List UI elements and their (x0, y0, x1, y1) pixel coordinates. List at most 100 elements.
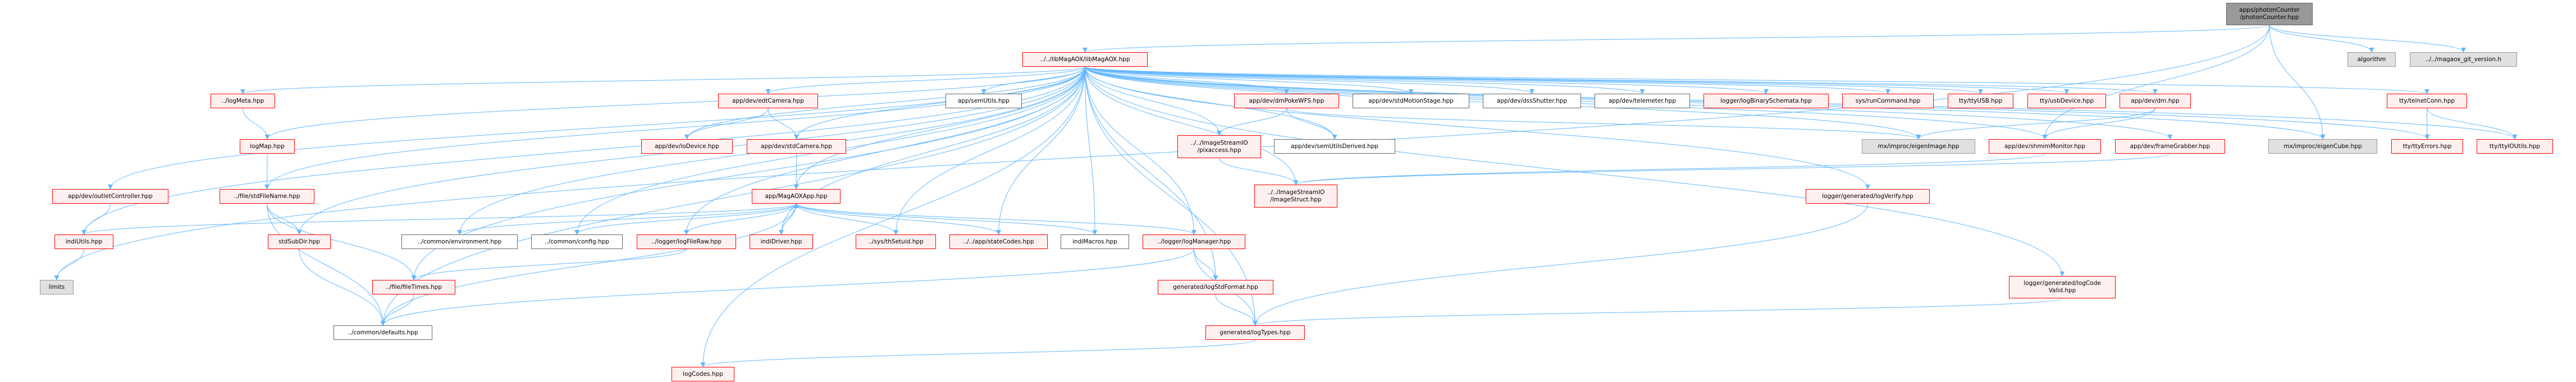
edge-mag-aoxapp-to-log-file-raw (684, 203, 797, 235)
edge-log-meta-to-log-map (243, 108, 270, 140)
node-sem-utils-derived[interactable]: app/dev/semUtilsDerived.hpp (1274, 139, 1395, 154)
node-std-camera[interactable]: app/dev/stdCamera.hpp (747, 139, 846, 154)
edge-lib-mag-aox-to-dm (1085, 66, 2158, 94)
edge-shmim-monitor-to-image-struct (1293, 153, 2045, 185)
node-log-meta[interactable]: ../logMeta.hpp (211, 94, 275, 108)
node-std-sub-dir[interactable]: stdSubDir.hpp (268, 234, 331, 249)
edge-std-camera-to-mag-aoxapp (793, 153, 799, 190)
edge-photon-counter-to-lib-mag-aox (1083, 25, 2270, 53)
node-tty-usb[interactable]: tty/ttyUSB.hpp (1948, 94, 2013, 108)
edge-pixaccess-to-image-struct (1219, 158, 1299, 185)
node-tty-errors[interactable]: tty/ttyErrors.hpp (2391, 139, 2463, 154)
edge-lib-mag-aox-to-sem-utils (981, 66, 1085, 94)
edge-log-manager-to-defaults (380, 248, 1194, 326)
node-usb-device[interactable]: tty/usbDevice.hpp (2027, 94, 2106, 108)
node-log-code-valid[interactable]: logger/generated/logCode Valid.hpp (2009, 276, 2116, 298)
edge-log-std-format-to-log-types (1215, 294, 1258, 326)
node-dm-poke-wfs[interactable]: app/dev/dmPokeWFS.hpp (1234, 94, 1339, 108)
edge-photon-counter-to-algorithm (2269, 25, 2374, 53)
edge-edt-camera-to-io-device (684, 108, 769, 140)
edge-lib-mag-aox-to-th-setuid (893, 66, 1085, 235)
node-lib-mag-aox[interactable]: ../../libMagAOX/libMagAOX.hpp (1022, 52, 1148, 67)
edge-mag-aoxapp-to-th-setuid (796, 203, 898, 235)
edge-lib-mag-aox-to-log-meta (240, 66, 1085, 94)
node-run-command[interactable]: sys/runCommand.hpp (1842, 94, 1934, 108)
node-mag-aoxapp[interactable]: app/MagAOXApp.hpp (752, 189, 841, 204)
node-log-verify[interactable]: logger/generated/logVerify.hpp (1806, 189, 1930, 204)
edge-mag-aoxapp-to-environment (457, 203, 797, 235)
edge-dm-poke-wfs-to-pixaccess (1217, 108, 1287, 136)
node-algorithm[interactable]: algorithm (2347, 52, 2396, 67)
edge-photon-counter-to-shmim-monitor (2042, 25, 2270, 140)
node-telemeter[interactable]: app/dev/telemeter.hpp (1595, 94, 1690, 108)
node-eigen-image[interactable]: mx/improc/eigenImage.hpp (1862, 139, 1975, 154)
node-file-times[interactable]: ../file/fileTimes.hpp (372, 280, 455, 294)
edge-lib-mag-aox-to-log-verify (1085, 66, 1870, 190)
edge-telnet-conn-to-tty-errors (2424, 108, 2430, 140)
node-th-setuid[interactable]: ../sys/thSetuid.hpp (856, 234, 936, 249)
node-log-types[interactable]: generated/logTypes.hpp (1205, 325, 1305, 340)
node-sem-utils[interactable]: app/semUtils.hpp (946, 94, 1022, 108)
node-log-binary-schemata[interactable]: logger/logBinarySchemata.hpp (1703, 94, 1829, 108)
node-frame-grabber[interactable]: app/dev/frameGrabber.hpp (2115, 139, 2225, 154)
node-indi-macros[interactable]: indiMacros.hpp (1061, 234, 1129, 249)
node-outlet-controller[interactable]: app/dev/outletController.hpp (52, 189, 168, 204)
edge-lib-mag-aox-to-state-codes (996, 66, 1085, 235)
edge-mag-aoxapp-to-log-manager (796, 203, 1196, 235)
edge-outlet-controller-to-indi-utils (81, 203, 111, 235)
node-image-struct[interactable]: ../../ImageStreamIO /ImageStruct.hpp (1254, 185, 1337, 208)
edge-lib-mag-aox-to-mag-aoxapp (793, 66, 1085, 190)
edge-lib-mag-aox-to-image-struct (1085, 66, 1299, 185)
node-std-file-name[interactable]: ../file/stdFileName.hpp (220, 189, 314, 204)
edge-lib-mag-aox-to-log-file-raw (684, 66, 1085, 235)
edge-telnet-conn-to-tty-ioutils (2427, 108, 2518, 140)
edge-lib-mag-aox-to-indi-macros (1085, 66, 1098, 235)
edge-photon-counter-to-git-version (2269, 25, 2466, 53)
edge-log-manager-to-log-std-format (1194, 248, 1218, 280)
node-io-device[interactable]: app/dev/ioDevice.hpp (641, 139, 733, 154)
node-std-motion-stage[interactable]: app/dev/stdMotionStage.hpp (1353, 94, 1469, 108)
node-state-codes[interactable]: ../../app/stateCodes.hpp (949, 234, 1048, 249)
node-log-codes[interactable]: logCodes.hpp (672, 367, 734, 381)
node-indi-driver[interactable]: indiDriver.hpp (750, 234, 813, 249)
edge-mag-aoxapp-to-indi-macros (796, 203, 1098, 235)
node-dss-shutter[interactable]: app/dev/dssShutter.hpp (1483, 94, 1581, 108)
edge-lib-mag-aox-to-tty-usb (1085, 66, 1983, 94)
edge-lib-mag-aox-to-telemeter (1085, 66, 1645, 94)
node-environment[interactable]: ../common/environment.hpp (401, 234, 518, 249)
node-log-map[interactable]: logMap.hpp (240, 139, 295, 154)
node-telnet-conn[interactable]: tty/telnetConn.hpp (2387, 94, 2467, 108)
edge-frame-grabber-to-image-struct (1293, 153, 2171, 185)
edge-edt-camera-to-std-camera (768, 108, 799, 140)
edge-log-map-to-std-file-name (264, 153, 270, 190)
edge-log-types-to-log-codes (700, 339, 1255, 367)
edge-dm-to-eigen-image (1916, 108, 2155, 140)
node-eigen-cube[interactable]: mx/improc/eigenCube.hpp (2268, 139, 2377, 154)
edge-lib-mag-aox-to-dss-shutter (1085, 66, 1534, 94)
edge-lib-mag-aox-to-log-map (264, 66, 1085, 140)
node-config[interactable]: ../common/config.hpp (531, 234, 623, 249)
edge-log-verify-to-log-types (1253, 203, 1868, 326)
edge-std-sub-dir-to-defaults (299, 248, 386, 326)
edge-std-file-name-to-file-times (267, 203, 417, 280)
node-dm[interactable]: app/dev/dm.hpp (2120, 94, 2191, 108)
node-limits[interactable]: limits (40, 280, 74, 294)
edge-mag-aoxapp-to-state-codes (796, 203, 1001, 235)
edge-dm-to-shmim-monitor (2042, 108, 2155, 140)
node-git-version[interactable]: ../../magaox_git_version.h (2410, 52, 2517, 67)
node-log-manager[interactable]: ../logger/logManager.hpp (1143, 234, 1245, 249)
node-photon-counter[interactable]: apps/photonCounter /photonCounter.hpp (2226, 3, 2313, 25)
edge-lib-mag-aox-to-run-command (1085, 66, 1890, 94)
node-defaults[interactable]: ../common/defaults.hpp (334, 325, 432, 340)
node-log-std-format[interactable]: generated/logStdFormat.hpp (1158, 280, 1273, 294)
node-edt-camera[interactable]: app/dev/edtCamera.hpp (718, 94, 818, 108)
node-shmim-monitor[interactable]: app/dev/shmimMonitor.hpp (1989, 139, 2101, 154)
node-pixaccess[interactable]: ../../ImageStreamIO /pixaccess.hpp (1177, 135, 1261, 158)
edge-indi-utils-to-limits (54, 248, 84, 280)
node-tty-ioutils[interactable]: tty/ttyIOUtils.hpp (2477, 139, 2553, 154)
edge-lib-mag-aox-to-io-device (684, 66, 1085, 140)
edge-dm-poke-wfs-to-sem-utils-derived (1286, 108, 1337, 140)
node-log-file-raw[interactable]: ../logger/logFileRaw.hpp (637, 234, 736, 249)
node-indi-utils[interactable]: indiUtils.hpp (54, 234, 113, 249)
